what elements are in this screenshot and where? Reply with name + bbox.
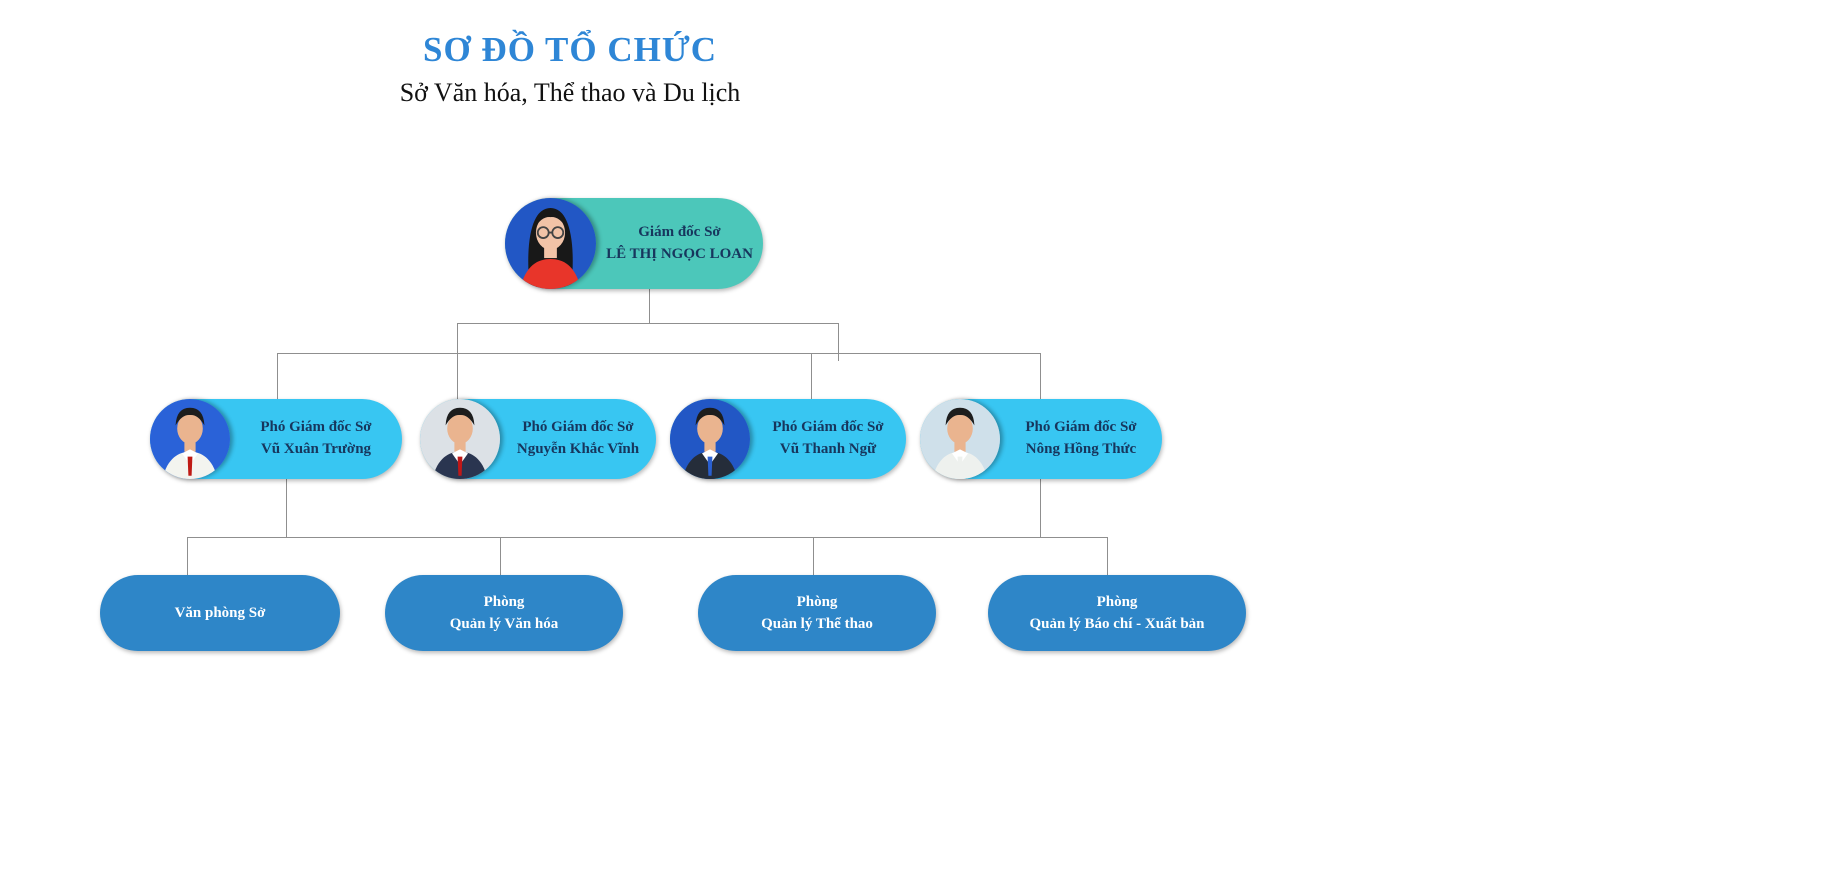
director-role: Giám đốc Sở <box>638 223 721 240</box>
node-dept-quan-ly-the-thao: Phòng Quản lý Thể thao <box>698 575 936 651</box>
connector-line <box>649 289 650 323</box>
connector-line <box>286 478 287 537</box>
connector-line <box>1107 537 1108 575</box>
deputy-label: Phó Giám đốc Sở Nông Hồng Thức <box>1000 417 1162 461</box>
glasses-icon <box>536 226 565 239</box>
deputy-name: Vũ Thanh Ngữ <box>779 441 877 457</box>
dept-label: Phòng Quản lý Báo chí - Xuất bản <box>1029 591 1204 636</box>
deputy-role: Phó Giám đốc Sở <box>260 419 372 436</box>
connector-line <box>811 353 812 399</box>
deputy-label: Phó Giám đốc Sở Vũ Xuân Trường <box>230 417 402 461</box>
deputy-label: Phó Giám đốc Sở Nguyễn Khắc Vĩnh <box>500 417 656 461</box>
director-photo <box>505 198 596 289</box>
deputy-role: Phó Giám đốc Sở <box>772 419 884 436</box>
dept-subtitle: Quản lý Thể thao <box>761 616 873 632</box>
dept-subtitle: Quản lý Văn hóa <box>449 616 559 632</box>
deputy-photo <box>150 399 230 479</box>
connector-line <box>187 537 188 575</box>
dept-title: Văn phòng Sở <box>174 604 266 621</box>
node-deputy-vu-xuan-truong: Phó Giám đốc Sở Vũ Xuân Trường <box>150 399 402 479</box>
deputy-role: Phó Giám đốc Sở <box>522 419 634 436</box>
deputy-name: Nông Hồng Thức <box>1025 441 1137 457</box>
connector-line <box>813 537 814 575</box>
dept-label: Văn phòng Sở <box>175 602 266 625</box>
connector-line <box>457 323 458 400</box>
dept-label: Phòng Quản lý Văn hóa <box>450 591 559 636</box>
director-name: LÊ THỊ NGỌC LOAN <box>606 245 753 262</box>
connector-line <box>1040 478 1041 537</box>
node-deputy-nong-hong-thuc: Phó Giám đốc Sở Nông Hồng Thức <box>920 399 1162 479</box>
dept-title: Phòng <box>1096 593 1138 610</box>
dept-label: Phòng Quản lý Thể thao <box>761 591 873 636</box>
deputy-role: Phó Giám đốc Sở <box>1025 419 1137 436</box>
dept-title: Phòng <box>796 593 838 610</box>
connector-line <box>457 323 839 324</box>
node-deputy-nguyen-khac-vinh: Phó Giám đốc Sở Nguyễn Khắc Vĩnh <box>420 399 656 479</box>
node-dept-quan-ly-bao-chi-xuat-ban: Phòng Quản lý Báo chí - Xuất bản <box>988 575 1246 651</box>
dept-subtitle: Quản lý Báo chí - Xuất bản <box>1029 616 1205 632</box>
deputy-label: Phó Giám đốc Sở Vũ Thanh Ngữ <box>750 417 906 461</box>
connector-line <box>277 353 1040 354</box>
dept-title: Phòng <box>483 593 525 610</box>
deputy-name: Vũ Xuân Trường <box>260 441 372 457</box>
director-label: Giám đốc Sở LÊ THỊ NGỌC LOAN <box>596 222 763 266</box>
connector-line <box>187 537 1108 538</box>
deputy-photo <box>420 399 500 479</box>
node-dept-van-phong-so: Văn phòng Sở <box>100 575 340 651</box>
connector-line <box>838 323 839 361</box>
node-director: Giám đốc Sở LÊ THỊ NGỌC LOAN <box>505 198 763 289</box>
node-deputy-vu-thanh-ngu: Phó Giám đốc Sở Vũ Thanh Ngữ <box>670 399 906 479</box>
connector-line <box>277 353 278 400</box>
deputy-photo <box>670 399 750 479</box>
connector-line <box>1040 353 1041 402</box>
connector-line <box>500 537 501 575</box>
page-title: SƠ ĐỒ TỔ CHỨC <box>422 30 717 69</box>
deputy-name: Nguyễn Khắc Vĩnh <box>516 441 640 457</box>
deputy-photo <box>920 399 1000 479</box>
node-dept-quan-ly-van-hoa: Phòng Quản lý Văn hóa <box>385 575 623 651</box>
page-subtitle: Sở Văn hóa, Thể thao và Du lịch <box>399 78 741 107</box>
